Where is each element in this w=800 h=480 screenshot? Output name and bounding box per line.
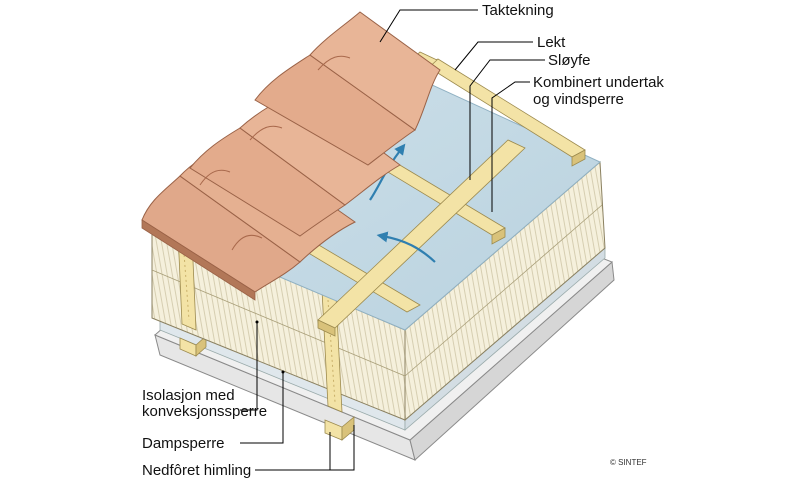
copyright-text: © SINTEF — [610, 458, 647, 467]
leader-himling — [255, 432, 331, 471]
leader-lekt — [454, 41, 533, 71]
leader-undertak — [491, 81, 530, 212]
label-dampsperre: Dampsperre — [142, 435, 225, 452]
label-undertak-line2: og vindsperre — [533, 91, 624, 108]
label-undertak-line1: Kombinert undertak — [533, 74, 664, 91]
leader-himling-2 — [330, 425, 355, 471]
label-isolasjon-line2: konveksjonssperre — [142, 403, 267, 420]
roof-tiles — [141, 11, 441, 301]
leader-dampsperre — [240, 372, 284, 444]
leader-isolasjon — [240, 322, 258, 411]
label-taktekning: Taktekning — [482, 2, 554, 19]
airflow-arrow-upper — [369, 143, 406, 201]
label-sloyfe: Sløyfe — [548, 52, 591, 69]
airflow-arrow-lower — [376, 231, 436, 263]
ceiling-batten-left — [179, 335, 207, 357]
label-himling: Nedfôret himling — [142, 462, 251, 479]
leader-sloyfe — [469, 59, 545, 180]
leader-taktekning — [379, 9, 478, 43]
label-lekt: Lekt — [537, 34, 566, 51]
leader-lines — [240, 9, 545, 471]
label-isolasjon-line1: Isolasjon med — [142, 387, 235, 404]
batten-1 — [317, 139, 526, 337]
